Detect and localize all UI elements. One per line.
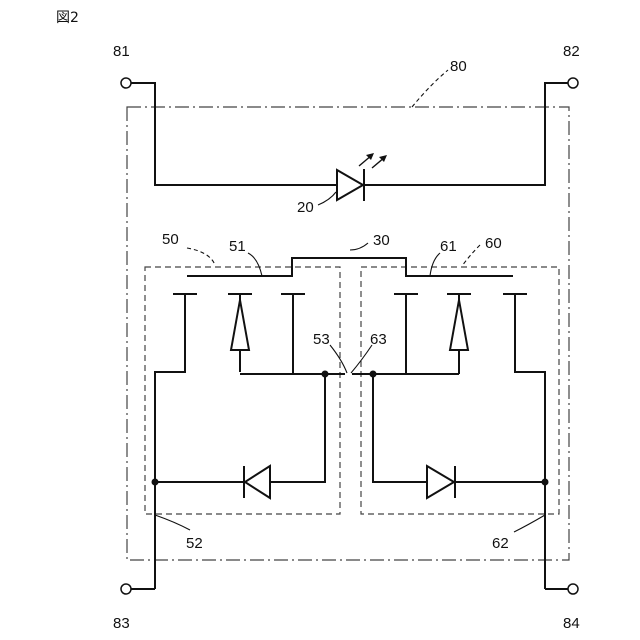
leader-52 [155,515,190,530]
label-60: 60 [485,235,502,252]
terminal-83 [121,584,131,594]
terminal-84 [568,584,578,594]
leader-60 [462,245,480,266]
leader-50 [187,248,215,265]
label-83: 83 [113,615,130,632]
leader-30 [350,243,368,250]
leader-62 [514,515,545,532]
label-52: 52 [186,535,203,552]
leader-20 [318,192,336,205]
led-wire-right [365,83,568,185]
led-symbol [337,153,387,201]
figure-title: 図2 [56,10,79,26]
label-50: 50 [162,231,179,248]
leader-51 [248,253,262,276]
label-84: 84 [563,615,580,632]
label-82: 82 [563,43,580,60]
leader-63 [351,345,372,373]
label-63: 63 [370,331,387,348]
region-50 [145,267,340,514]
leader-53 [330,345,347,373]
label-62: 62 [492,535,509,552]
label-30: 30 [373,232,390,249]
label-61: 61 [440,238,457,255]
leader-61 [430,253,440,276]
label-81: 81 [113,43,130,60]
leader-80 [412,70,448,107]
terminal-81 [121,78,131,88]
label-53: 53 [313,331,330,348]
module-boundary [127,107,569,560]
label-20: 20 [297,199,314,216]
terminal-82 [568,78,578,88]
label-80: 80 [450,58,467,75]
label-51: 51 [229,238,246,255]
led-wire-left [131,83,337,185]
